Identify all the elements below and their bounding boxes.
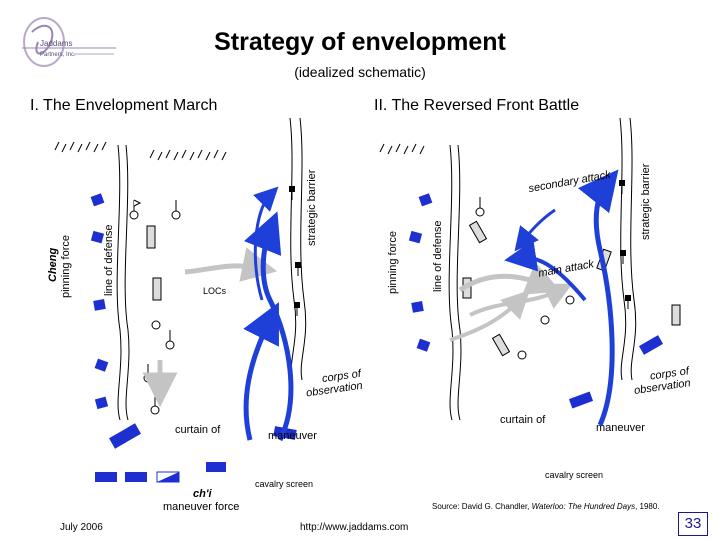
svg-text:Partners, Inc.: Partners, Inc. — [40, 52, 76, 58]
right-barrier-posts — [619, 180, 631, 309]
left-arrows — [142, 186, 294, 442]
left-panel-heading: I. The Envelopment March — [30, 97, 218, 114]
right-panel-heading: II. The Reversed Front Battle — [374, 97, 580, 114]
right-arrows — [449, 169, 619, 427]
left-locs-label: LOCs — [203, 286, 227, 296]
source-title: Waterloo: The Hundred Days — [531, 502, 636, 511]
source-suffix: , 1980. — [635, 502, 660, 511]
footer-url[interactable]: http://www.jaddams.com — [300, 522, 409, 533]
left-barrier-posts — [289, 186, 301, 316]
left-enemy-markers — [129, 199, 181, 415]
right-pinning-force-label: pinning force — [387, 231, 399, 294]
slide-title: Strategy of envelopment — [214, 28, 506, 56]
footer-date: July 2006 — [60, 522, 103, 533]
source-prefix: Source: David G. Chandler, — [432, 502, 532, 511]
right-hatched-boundaries — [379, 117, 637, 421]
left-blue-units — [90, 193, 297, 483]
svg-text:Jaddams: Jaddams — [40, 39, 72, 48]
left-maneuver-force-label: maneuver force — [163, 501, 240, 513]
left-hatched-boundaries — [54, 117, 307, 421]
left-line-of-defense-label: line of defense — [103, 224, 115, 296]
left-strategic-barrier-label: strategic barrier — [306, 169, 318, 246]
right-line-of-defense-label: line of defense — [432, 220, 444, 292]
left-curtain-of-label: curtain of — [175, 424, 221, 436]
right-maneuver-label: maneuver — [596, 422, 645, 434]
company-logo: Jaddams Partners, Inc. — [14, 12, 124, 70]
page-number: 33 — [678, 512, 708, 536]
source-citation: Source: David G. Chandler, Waterloo: The… — [432, 502, 660, 511]
left-cheng-label: Cheng — [47, 247, 59, 282]
left-maneuver-label: maneuver — [268, 430, 317, 442]
left-pinning-force-label: pinning force — [60, 235, 72, 298]
right-blue-units — [408, 193, 664, 409]
right-strategic-barrier-label: strategic barrier — [640, 163, 652, 240]
right-curtain-of-label: curtain of — [500, 414, 546, 426]
left-chi-label: ch'i — [193, 488, 212, 500]
right-cavalry-screen-label: cavalry screen — [545, 470, 604, 480]
left-cavalry-screen-label: cavalry screen — [255, 479, 314, 489]
slide-subtitle: (idealized schematic) — [294, 64, 426, 80]
